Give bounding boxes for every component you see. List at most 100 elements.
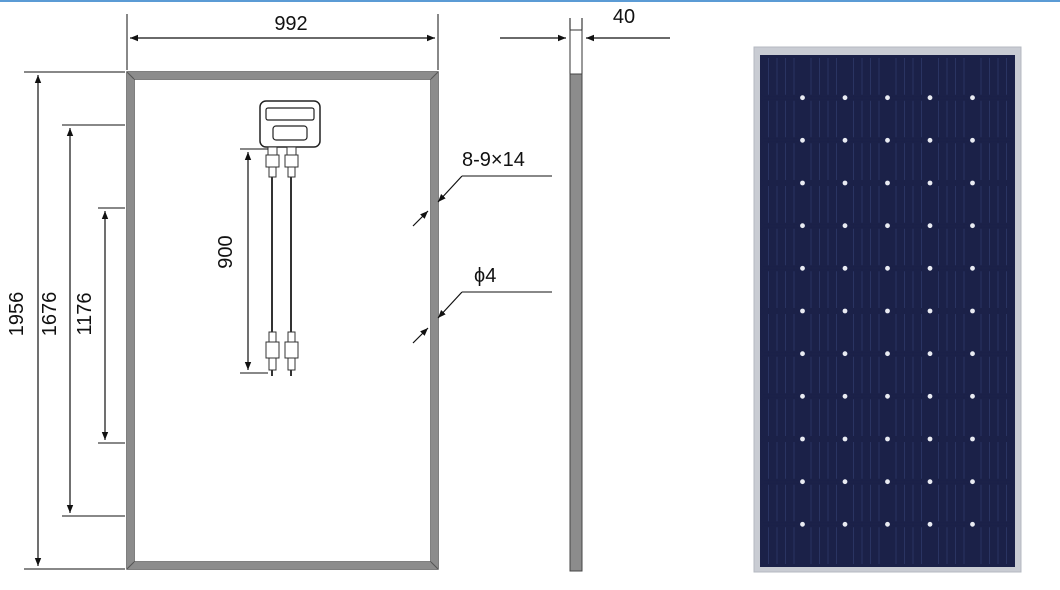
- solar-panel-front-view: [753, 46, 1022, 573]
- cell-corner-dot: [927, 180, 933, 186]
- solar-cell: [931, 525, 971, 566]
- solar-cell: [846, 440, 886, 481]
- cell-corner-dot: [970, 521, 975, 527]
- solar-cell: [974, 440, 1014, 481]
- cell-corner-dot: [842, 351, 848, 357]
- solar-cell: [761, 141, 801, 182]
- solar-cell: [846, 269, 886, 310]
- solar-cell: [974, 355, 1014, 395]
- cell-corner-dot: [842, 265, 848, 271]
- solar-cell: [931, 227, 971, 267]
- cell-corner-dot: [885, 393, 890, 399]
- solar-cell: [846, 227, 886, 267]
- cable-length-dimension: 900: [215, 148, 268, 374]
- cell-corner-dot: [927, 521, 933, 527]
- mounting-hole-label: 8-9×14: [462, 149, 525, 171]
- cell-corner-dot: [970, 308, 975, 314]
- solar-cell: [804, 355, 844, 395]
- side-frame-top: [569, 29, 583, 75]
- cell-corner-dot: [927, 137, 933, 143]
- cell-corner-dot: [927, 351, 933, 357]
- solar-cell: [804, 483, 844, 523]
- solar-cell: [889, 56, 929, 97]
- cell-corner-dot: [927, 265, 933, 271]
- cell-corner-dot: [842, 137, 848, 143]
- solar-cell: [761, 397, 801, 438]
- cell-corner-dot: [885, 95, 890, 101]
- ground-hole-callout: ϕ4: [412, 265, 552, 344]
- junction-box-icon: [259, 100, 321, 148]
- solar-cell: [931, 99, 971, 139]
- cell-corner-dot: [970, 351, 975, 357]
- solar-cell: [846, 355, 886, 395]
- mounting-pitch-outer-label: 1676: [39, 292, 61, 337]
- solar-cell: [804, 525, 844, 566]
- cell-corner-dot: [800, 436, 805, 442]
- cell-corner-dot: [800, 521, 805, 527]
- cell-corner-dot: [800, 180, 805, 186]
- solar-cell: [804, 99, 844, 139]
- solar-cell: [846, 397, 886, 438]
- solar-cell: [804, 227, 844, 267]
- cell-corner-dot: [800, 95, 805, 101]
- cell-corner-dot: [842, 393, 848, 399]
- solar-cell: [804, 269, 844, 310]
- solar-cell: [931, 355, 971, 395]
- solar-cell: [974, 483, 1014, 523]
- cell-corner-dot: [927, 223, 933, 229]
- cell-corner-dot: [885, 223, 890, 229]
- mounting-pitch-inner-label: 1176: [74, 292, 96, 335]
- solar-cell: [974, 227, 1014, 267]
- width-label: 992: [274, 13, 307, 35]
- solar-cell: [931, 56, 971, 97]
- cell-corner-dot: [885, 479, 890, 485]
- cell-corner-dot: [842, 180, 848, 186]
- solar-cell: [761, 99, 801, 139]
- height-label: 1956: [6, 292, 28, 337]
- solar-cell: [846, 184, 886, 225]
- cell-corner-dot: [927, 479, 933, 485]
- solar-cell: [974, 312, 1014, 353]
- solar-cell: [846, 525, 886, 566]
- cell-corner-dot: [800, 223, 805, 229]
- cell-corner-dot: [970, 137, 975, 143]
- frame-inner: [133, 78, 432, 563]
- solar-cell: [804, 440, 844, 481]
- mounting-pitch-inner-dimension: 1176: [74, 207, 125, 444]
- cell-corner-dot: [800, 265, 805, 271]
- solar-cell: [761, 184, 801, 225]
- solar-cell: [931, 312, 971, 353]
- solar-cell: [889, 397, 929, 438]
- solar-cell: [846, 312, 886, 353]
- solar-cell: [889, 184, 929, 225]
- cell-corner-dot: [970, 223, 975, 229]
- solar-cell: [931, 269, 971, 310]
- cell-corner-dot: [800, 137, 805, 143]
- cell-corner-dot: [927, 393, 933, 399]
- solar-cell: [761, 440, 801, 481]
- panel-cell-grid: [761, 56, 1014, 566]
- cell-corner-dot: [885, 308, 890, 314]
- solar-cell: [846, 141, 886, 182]
- solar-cell: [761, 269, 801, 310]
- cell-corner-dot: [885, 351, 890, 357]
- solar-cell: [889, 141, 929, 182]
- cell-corner-dot: [927, 436, 933, 442]
- cell-corner-dot: [885, 180, 890, 186]
- cell-corner-dot: [927, 308, 933, 314]
- cell-corner-dot: [842, 521, 848, 527]
- solar-cell: [974, 56, 1014, 97]
- cell-corner-dot: [842, 223, 848, 229]
- cell-corner-dot: [885, 265, 890, 271]
- cell-corner-dot: [885, 137, 890, 143]
- cell-corner-dot: [800, 393, 805, 399]
- side-frame: [569, 73, 583, 572]
- cell-corner-dot: [842, 479, 848, 485]
- solar-cell: [931, 141, 971, 182]
- ground-hole-label: ϕ4: [474, 265, 496, 287]
- solar-cell: [761, 483, 801, 523]
- solar-cell: [761, 525, 801, 566]
- height-dimension: 1956: [6, 71, 125, 570]
- solar-cell: [889, 312, 929, 353]
